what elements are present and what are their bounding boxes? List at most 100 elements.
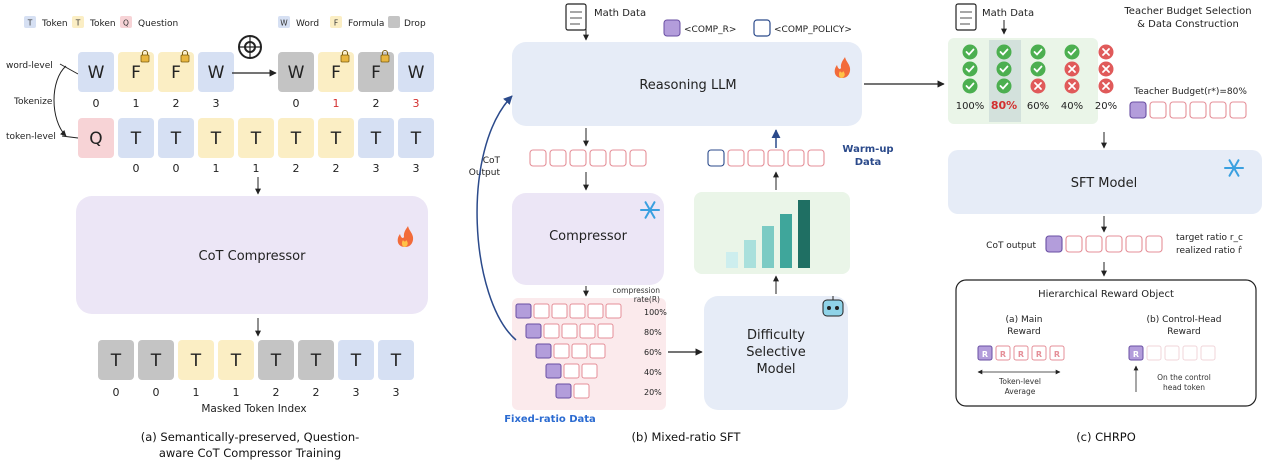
stair-token — [573, 383, 590, 399]
feedback-arrow — [476, 95, 517, 341]
rate-label: 100% — [644, 308, 667, 317]
stair-token — [579, 323, 596, 339]
stair-token — [551, 303, 568, 319]
masked-tile — [298, 340, 334, 380]
check-icon — [962, 61, 978, 77]
cot-output-label-line1: CoT — [483, 156, 501, 166]
token-tile-letter: T — [210, 129, 222, 149]
masked-tile-letter: T — [190, 351, 202, 371]
masked-tile — [338, 340, 374, 380]
snowflake-icon — [1224, 159, 1244, 177]
control-token — [1146, 345, 1162, 361]
cot-output-label-c: CoT output — [986, 241, 1036, 251]
warmup-token — [707, 149, 725, 167]
legend-word-swatch — [278, 16, 290, 28]
token-tile-letter: T — [250, 129, 262, 149]
warmup-token — [807, 149, 825, 167]
reward-token — [995, 345, 1011, 361]
caption-a-line2: aware CoT Compressor Training — [159, 446, 341, 460]
stair-token — [605, 303, 622, 319]
reward-token-glyph: R — [982, 350, 988, 359]
main-reward-line2: Reward — [1007, 327, 1041, 337]
cot-token — [569, 149, 587, 167]
reward-object-title: Hierarchical Reward Object — [1038, 289, 1174, 300]
comp-policy-swatch — [753, 19, 771, 37]
masked-index: 3 — [393, 386, 400, 399]
math-data-icon — [565, 3, 587, 31]
warmup-bar-3 — [762, 226, 774, 268]
difficulty-model-box — [704, 296, 848, 410]
teacher-budget-tokens — [1129, 101, 1247, 119]
cot-token — [609, 149, 627, 167]
check-icon — [962, 44, 978, 60]
teacher-token — [1149, 101, 1167, 119]
stair-token — [571, 343, 588, 359]
rate-label: 80% — [644, 328, 662, 337]
token-average-line1: Token-level — [998, 377, 1041, 386]
reward-token-glyph: R — [1036, 350, 1042, 359]
token-tile-letter: T — [290, 129, 302, 149]
check-icon — [996, 61, 1012, 77]
cot-compressor-box — [76, 196, 428, 314]
fixed-ratio-label: Fixed-ratio Data — [504, 414, 596, 425]
reasoning-llm-label: Reasoning LLM — [639, 78, 736, 93]
difficulty-label-line2: Selective — [746, 345, 805, 360]
token-index: 0 — [133, 162, 140, 175]
reward-token — [1013, 345, 1029, 361]
stair-token — [581, 363, 598, 379]
control-token — [1128, 345, 1144, 361]
check-icon — [962, 78, 978, 94]
cot-token-c — [1045, 235, 1063, 253]
teacher-token — [1129, 101, 1147, 119]
difficulty-label-line3: Model — [756, 362, 795, 377]
stair-token — [515, 303, 532, 319]
correctness-grid — [962, 44, 1114, 94]
stair-token — [597, 323, 614, 339]
legend-word-glyph: W — [280, 19, 288, 28]
fire-icon — [834, 57, 851, 78]
check-icon — [996, 78, 1012, 94]
comp-r-swatch — [663, 19, 681, 37]
masked-index: 2 — [273, 386, 280, 399]
budget-percent: 80% — [991, 99, 1017, 112]
token-average-line2: Average — [1005, 387, 1036, 396]
control-reward-line2: Reward — [1167, 327, 1201, 337]
word-tile-letter: W — [288, 63, 305, 83]
legend-token-frozen-glyph: T — [75, 19, 81, 28]
word-tile-letter: F — [131, 63, 141, 83]
reward-token — [977, 345, 993, 361]
lock-icon — [340, 50, 350, 63]
reward-object-box — [955, 279, 1257, 407]
reward-token-glyph: R — [1054, 350, 1060, 359]
panel-c: Math Data Teacher Budget Selection & Dat… — [948, 3, 1262, 444]
teacher-token — [1189, 101, 1207, 119]
fixed-ratio-staircase: 100%80%60%40%20% — [515, 303, 667, 399]
masked-tile — [138, 340, 174, 380]
stair-token — [543, 323, 560, 339]
legend-formula-swatch — [330, 16, 342, 28]
difficulty-label-line1: Difficulty — [747, 328, 805, 343]
budget-percent: 60% — [1027, 101, 1049, 112]
lock-icon — [380, 50, 390, 63]
token-tile — [158, 118, 194, 158]
cot-token-c — [1145, 235, 1163, 253]
llm-logo-icon — [238, 35, 262, 59]
warmup-token — [747, 149, 765, 167]
cot-token — [529, 149, 547, 167]
word-index: 1 — [133, 97, 140, 110]
masked-tile-letter: T — [230, 351, 242, 371]
compressor-box — [512, 193, 664, 285]
cot-token — [629, 149, 647, 167]
stair-token — [589, 343, 606, 359]
warmup-label-line2: Data — [855, 157, 882, 168]
teacher-token — [1209, 101, 1227, 119]
budget-percent-row: 100%80%60%40%20% — [956, 99, 1117, 112]
compressor-label: Compressor — [549, 229, 628, 244]
token-tile — [198, 118, 234, 158]
reward-token — [1049, 345, 1065, 361]
panel-b: Math Data <COMP_R> <COMP_POLICY> Reasoni… — [469, 3, 894, 444]
lock-icon — [140, 50, 150, 63]
